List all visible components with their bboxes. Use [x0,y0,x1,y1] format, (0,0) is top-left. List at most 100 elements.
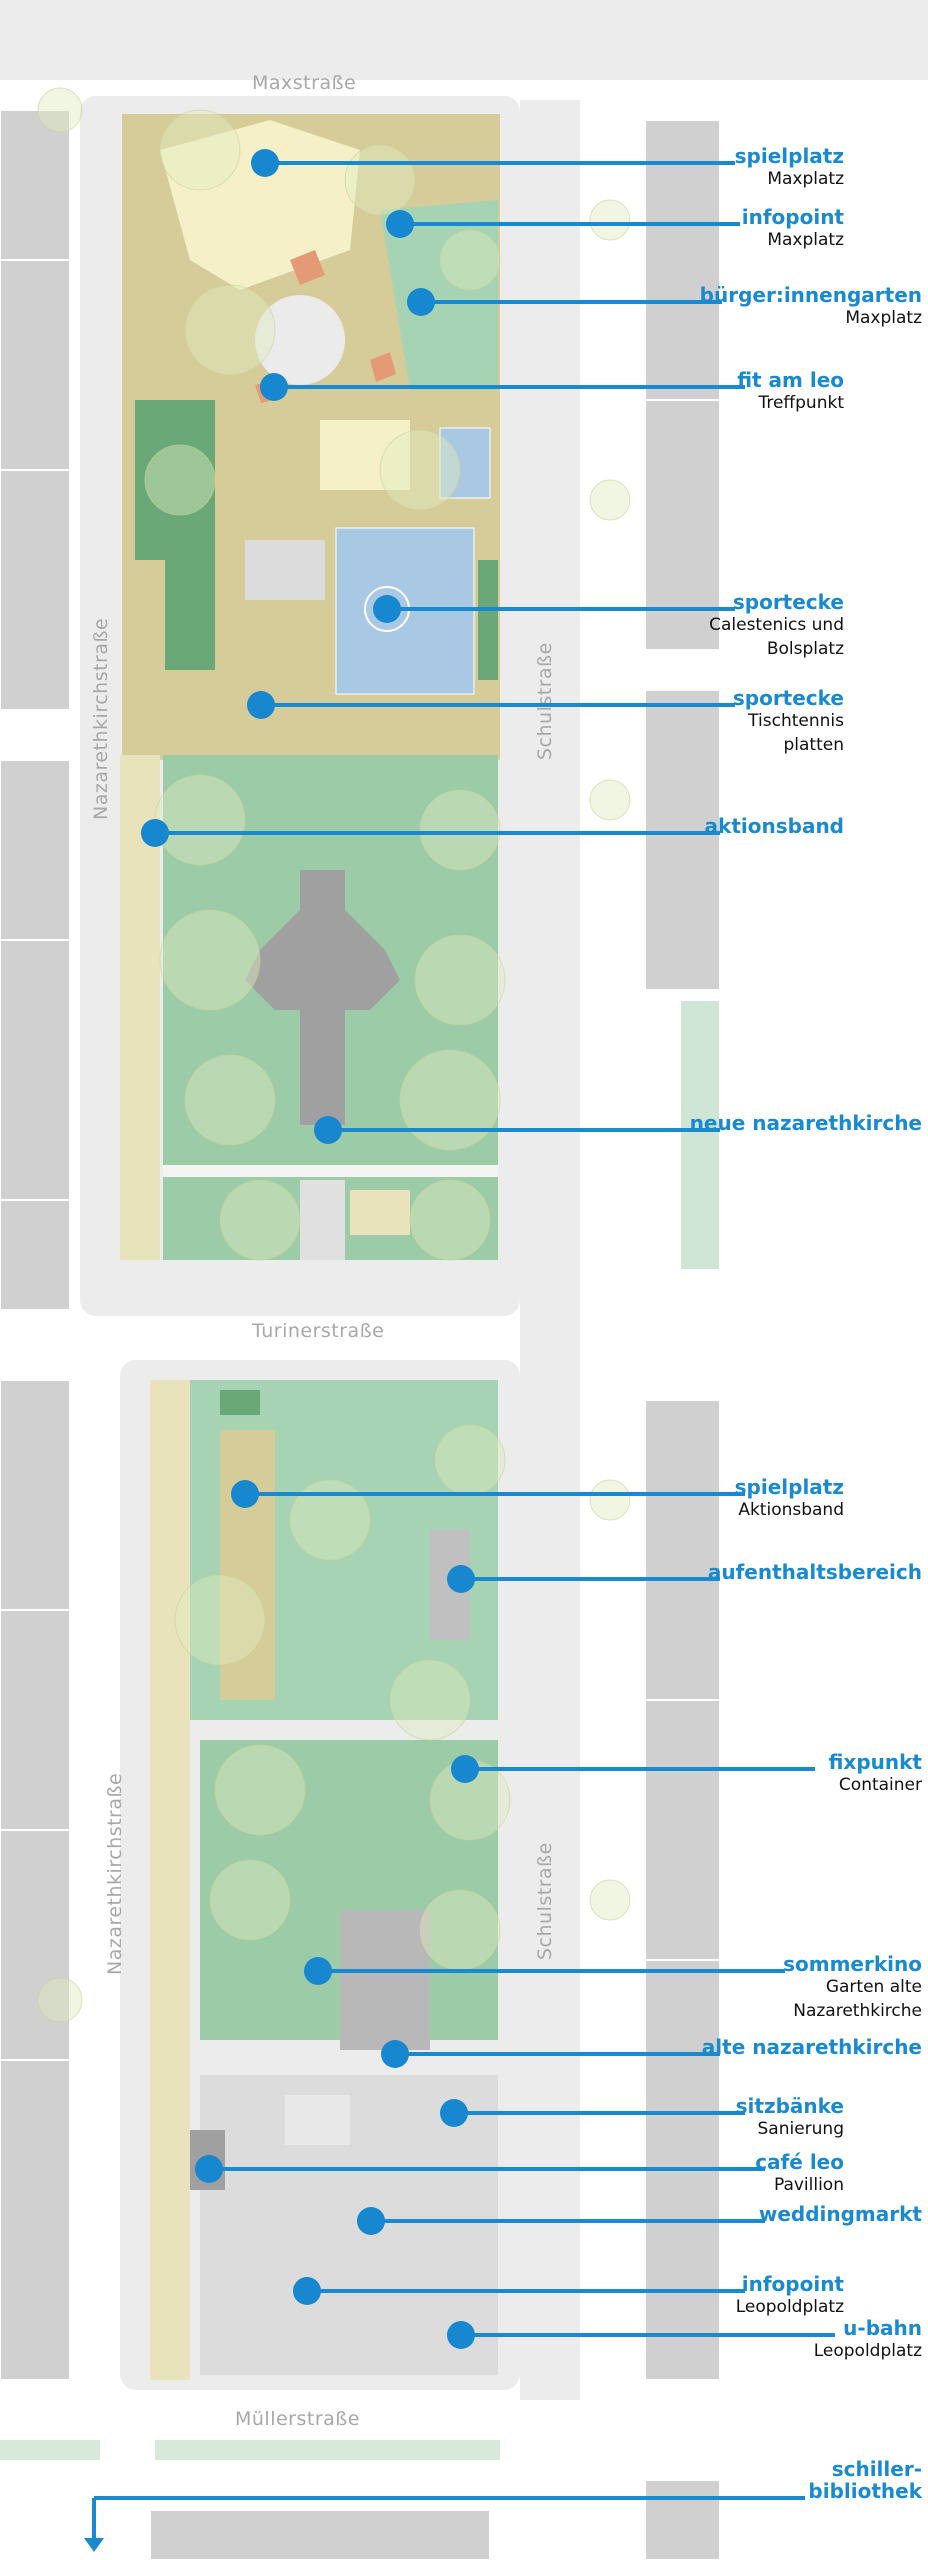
buildings-west [0,109,71,2381]
callout-title: sommerkino [783,1952,922,1976]
tree-canopy [589,779,631,821]
tree-canopy [144,444,216,516]
location-marker[interactable] [314,1116,342,1144]
leader-line [461,2333,835,2337]
leader-line [261,703,735,707]
tree-canopy [174,1574,266,1666]
tree-canopy [419,789,501,871]
location-marker[interactable] [407,288,435,316]
arrow-head [84,2538,104,2552]
callout-title: spielplatz [734,144,844,168]
location-marker[interactable] [247,691,275,719]
tree-canopy [184,1054,276,1146]
callout-subtitle: Tischtennis [748,711,844,731]
leader-line [421,300,722,304]
location-marker[interactable] [260,373,288,401]
callout-subtitle: Treffpunkt [758,393,844,413]
tree-canopy [409,1179,491,1261]
leader-line [94,2496,805,2500]
location-marker[interactable] [357,2207,385,2235]
leader-line [454,2111,745,2115]
street-label-schulstrasse-north: Schulstraße [534,642,556,760]
tree-canopy [344,144,416,216]
callout-title: spielplatz [734,1475,844,1499]
callout-title: aufenthaltsbereich [707,1560,922,1584]
arrow-down-icon [92,2498,96,2542]
location-marker[interactable] [231,1480,259,1508]
tree-canopy [37,1977,83,2023]
street-label-muellerstrasse: Müllerstraße [235,2408,360,2430]
leader-line [395,2052,720,2056]
leader-line [461,1577,720,1581]
leader-line [245,1492,745,1496]
callout-subtitle: Garten alte [825,1977,922,1997]
tree-canopy [589,479,631,521]
location-marker[interactable] [386,210,414,238]
callout-title: bibliothek [808,2479,922,2503]
street-label-turinerstrasse: Turinerstraße [252,1320,385,1342]
location-marker[interactable] [141,819,169,847]
callout-title: café leo [755,2150,844,2174]
callout-subtitle: Leopoldplatz [735,2297,844,2317]
tree-canopy [289,1479,371,1561]
callout-title: fit am leo [737,368,844,392]
location-marker[interactable] [304,1957,332,1985]
callout-title: sportecke [732,686,844,710]
callout-subtitle: Container [838,1775,922,1795]
tree-canopy [419,1889,501,1971]
leader-line [209,2167,765,2171]
tree-canopy [589,1879,631,1921]
location-marker[interactable] [373,595,401,623]
leader-line [465,1767,815,1771]
leader-line [307,2289,745,2293]
location-marker[interactable] [195,2155,223,2183]
location-marker[interactable] [293,2277,321,2305]
callout-title: infopoint [741,2272,844,2296]
leader-line [400,222,740,226]
street-label-schulstrasse-south: Schulstraße [534,1842,556,1960]
street-label-nazarethkirchstrasse-south: Nazarethkirchstraße [104,1772,126,1975]
location-marker[interactable] [447,2321,475,2349]
leader-line [318,1969,785,1973]
church-park [120,755,498,1260]
location-marker[interactable] [447,1565,475,1593]
tree-canopy [389,1659,471,1741]
callout-title: bürger:innengarten [699,283,922,307]
callout-subtitle: Aktionsband [738,1500,844,1520]
tree-canopy [589,199,631,241]
tree-canopy [399,1049,501,1151]
leader-line [371,2219,765,2223]
location-marker[interactable] [451,1755,479,1783]
location-marker[interactable] [381,2040,409,2068]
leader-line [387,607,735,611]
callout-label: alte nazarethkirche [702,2036,922,2058]
leader-line [265,161,735,165]
callout-title: fixpunkt [828,1750,922,1774]
leader-line [155,831,720,835]
location-marker[interactable] [440,2099,468,2127]
tree-canopy [414,934,506,1026]
tree-canopies [37,87,631,2023]
callout-title: neue nazarethkirche [689,1111,922,1135]
callout-title: u-bahn [843,2316,922,2340]
callout-subtitle: Maxplatz [767,230,844,250]
callout-subtitle: Calestenics und [709,615,844,635]
callout-subtitle: Pavillion [773,2175,844,2195]
callout-label: weddingmarkt [759,2203,922,2225]
tree-canopy [159,109,241,191]
tree-canopy [184,284,276,376]
tree-canopy [154,774,246,866]
callout-title: infopoint [741,205,844,229]
location-marker[interactable] [251,149,279,177]
callout-subtitle: platten [783,735,845,755]
